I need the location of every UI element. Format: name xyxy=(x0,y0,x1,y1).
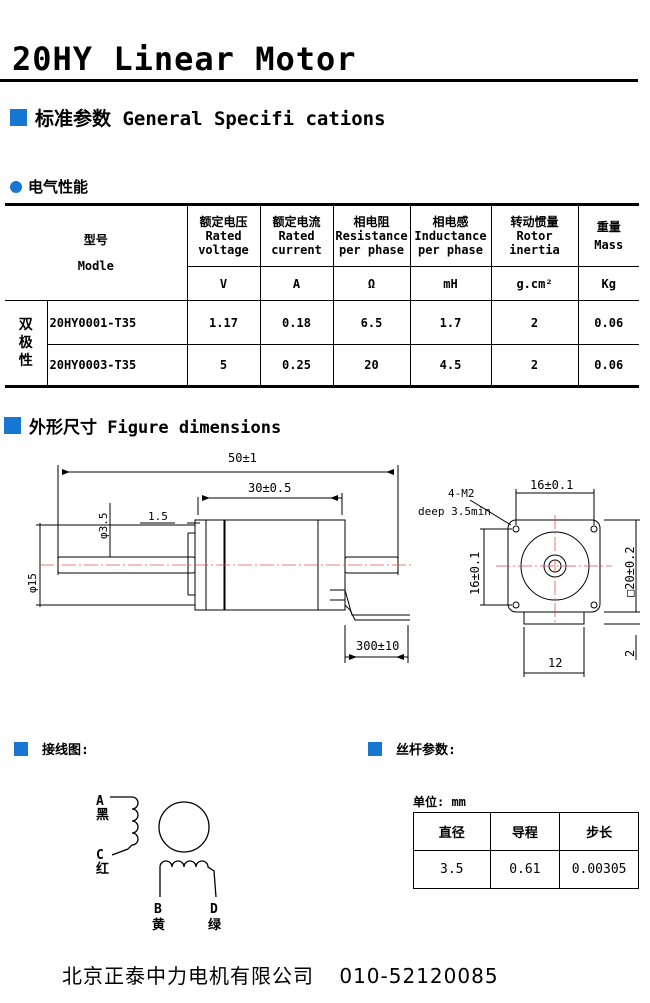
title-rule xyxy=(0,79,638,82)
dim-hole-depth: deep 3.5min xyxy=(418,505,491,518)
wire-d-color: 绿 xyxy=(208,917,222,933)
blue-square-icon xyxy=(368,741,382,756)
blue-square-icon xyxy=(4,417,21,434)
company-phone: 010-52120085 xyxy=(339,964,499,988)
electrical-heading: 电气性能 xyxy=(10,176,88,197)
table-row: 20HY0003-T35 5 0.25 20 4.5 2 0.06 xyxy=(5,344,639,387)
unit-cell: mH xyxy=(409,266,492,301)
unit-cell: Ω xyxy=(332,266,411,301)
blue-square-icon xyxy=(10,109,27,126)
dim-hole-span-h: 16±0.1 xyxy=(530,478,573,492)
unit-cell: A xyxy=(259,266,334,301)
table-row: 3.5 0.61 0.00305 xyxy=(413,850,639,889)
group-label-cell: 双极性 xyxy=(5,300,48,387)
wire-a-label: A xyxy=(96,794,104,809)
wire-d-label: D xyxy=(210,902,218,917)
blue-dot-icon xyxy=(10,180,22,193)
wiring-heading: 接线图: xyxy=(14,739,89,758)
lead-screw-heading: 丝杆参数: xyxy=(368,739,456,758)
wire-b-label: B xyxy=(154,902,162,917)
footer: 北京正泰中力电机有限公司 010-52120085 xyxy=(62,960,499,989)
dim-bottom-w: 12 xyxy=(548,656,562,670)
table-row: 双极性 20HY0001-T35 1.17 0.18 6.5 1.7 2 0.0… xyxy=(5,300,639,387)
dim-overall: 50±1 xyxy=(228,451,257,465)
model-header-cell: 型号 Modle xyxy=(5,204,188,301)
dim-square: □20±0.2 xyxy=(623,546,637,597)
unit-cell: g.cm² xyxy=(490,266,579,301)
lead-screw-table: 直径 导程 步长 3.5 0.61 0.00305 xyxy=(413,812,639,889)
dim-shaft-step: 1.5 xyxy=(148,510,168,523)
wire-a-color: 黑 xyxy=(96,808,109,823)
page-title: 20HY Linear Motor xyxy=(12,40,357,78)
blue-square-icon xyxy=(14,741,28,756)
lead-screw-unit: 单位: mm xyxy=(413,795,466,809)
general-spec-heading: 标准参数 General Specifi cations xyxy=(10,104,386,131)
dim-body-dia: φ15 xyxy=(26,573,39,593)
dim-bottom-h: 2 xyxy=(623,650,637,657)
unit-cell: Kg xyxy=(577,266,639,301)
dim-hole-span-v: 16±0.1 xyxy=(468,552,482,595)
dim-body: 30±0.5 xyxy=(248,481,291,495)
wiring-diagram: A 黑 C 红 B 黄 D 绿 xyxy=(96,794,222,933)
table-row: 直径 导程 步长 xyxy=(413,812,639,851)
dim-shaft-dia: φ3.5 xyxy=(97,513,110,540)
wire-c-color: 红 xyxy=(96,861,109,877)
dimension-drawing: 50±1 30±0.5 1.5 φ3.5 φ15 300±10 4-M2 dee… xyxy=(26,451,640,677)
wire-c-label: C xyxy=(96,848,104,863)
unit-cell: V xyxy=(187,266,261,301)
dim-lead: 300±10 xyxy=(356,639,399,653)
figure-heading: 外形尺寸 Figure dimensions xyxy=(4,413,281,438)
company-name: 北京正泰中力电机有限公司 xyxy=(62,964,314,988)
dim-mount-hole: 4-M2 xyxy=(448,487,475,500)
wire-b-color: 黄 xyxy=(152,917,165,933)
